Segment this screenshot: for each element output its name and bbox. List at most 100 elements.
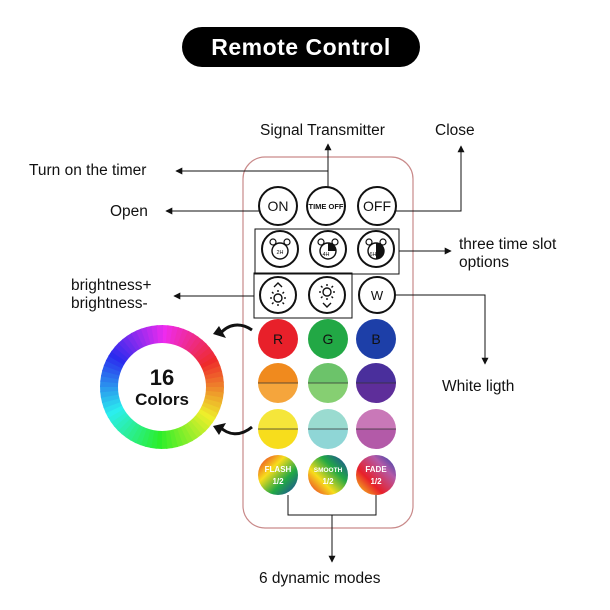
color-ring-segment <box>103 400 124 414</box>
color-button-orange <box>258 363 298 403</box>
color-ring-segment <box>191 343 211 361</box>
label-white-light: White ligth <box>442 378 515 395</box>
color-ring-segment <box>191 413 210 432</box>
timer-6h-label: 6H <box>369 252 376 258</box>
smooth-button: SMOOTH 1/2 <box>308 455 348 495</box>
color-ring-segment <box>107 407 128 423</box>
color-ring-segment <box>125 420 141 441</box>
white-button: W <box>358 276 396 314</box>
label-three-time-slot: three time slot options <box>459 236 556 272</box>
smooth-button-label: SMOOTH <box>314 467 343 474</box>
color-button-indigo <box>356 363 396 403</box>
color-ring-label: 16 Colors <box>118 366 206 410</box>
color-ring-segment <box>203 381 224 389</box>
curved-arrow-bottom-head <box>213 423 226 435</box>
color-ring-segment <box>114 342 133 361</box>
label-brightness-minus: brightness- <box>71 295 148 312</box>
fade-button: FADE 1/2 <box>356 455 396 495</box>
color-ring-segment <box>176 328 190 350</box>
color-ring-segment <box>182 421 198 442</box>
color-ring-segment <box>105 355 126 370</box>
color-ring-segment <box>118 338 136 358</box>
color-ring-segment <box>169 325 180 347</box>
fade-button-label: FADE <box>365 465 387 474</box>
label-three-time-slot-line1: three time slot <box>459 236 557 253</box>
color-ring-segment <box>160 428 168 449</box>
on-button: ON <box>258 186 298 226</box>
color-ring-segment <box>202 394 224 405</box>
color-ring-segment <box>108 350 129 366</box>
color-ring-segment <box>102 364 123 377</box>
color-ring-segment <box>172 426 184 448</box>
sun-icon <box>270 282 286 306</box>
color-ring-segment <box>200 360 221 374</box>
curved-arrow-top-head <box>213 326 226 338</box>
timer-arrow <box>175 167 329 187</box>
color-ring-segment <box>135 328 149 349</box>
timer-4h-label: 4H <box>322 252 329 258</box>
color-ring-segment <box>130 423 145 444</box>
color-ring-segment <box>179 330 194 351</box>
color-ring-segment <box>101 397 123 409</box>
color-ring-segment <box>198 404 219 419</box>
color-ring-segment <box>156 325 164 346</box>
color-ring-segment <box>110 410 130 427</box>
off-button: OFF <box>357 186 397 226</box>
color-ring-center <box>118 343 206 431</box>
fade-speed-label: 1/2 <box>370 477 382 486</box>
color-ring-segment <box>186 336 203 356</box>
color-ring-segment <box>201 397 222 410</box>
color-ring-segment <box>185 419 202 439</box>
color-ring-number: 16 <box>149 365 175 390</box>
color-ring-segment <box>150 428 159 449</box>
color-button-yellow <box>258 409 298 449</box>
label-dynamic-modes: 6 dynamic modes <box>259 570 381 587</box>
color-button-aqua <box>308 409 348 449</box>
label-open: Open <box>110 203 148 220</box>
color-button-purple <box>356 409 396 449</box>
color-ring-segment <box>175 425 189 446</box>
flash-speed-label: 1/2 <box>272 477 284 486</box>
color-ring-segment <box>111 346 131 363</box>
color-ring-segment <box>198 356 219 370</box>
color-ring-segment <box>140 326 152 348</box>
time-off-button: TIME OFF <box>306 186 346 226</box>
label-signal-transmitter: Signal Transmitter <box>260 122 385 139</box>
color-ring-segment <box>203 390 224 399</box>
color-ring-segment <box>144 427 155 449</box>
red-button-label: R <box>273 331 283 347</box>
green-button: G <box>308 319 348 359</box>
sun-icon <box>319 284 335 308</box>
color-ring-segment <box>100 375 121 384</box>
title-banner: Remote Control <box>182 27 420 67</box>
color-ring-segment <box>199 401 221 415</box>
label-brightness: brightness+ brightness- <box>71 277 152 313</box>
on-button-label: ON <box>268 198 289 214</box>
color-ring <box>100 325 224 449</box>
timer-2h-label: 2H <box>276 250 283 256</box>
time-off-button-label: TIME OFF <box>309 202 344 211</box>
color-ring-segment <box>100 385 121 393</box>
brightness-up-button <box>259 276 297 314</box>
label-close: Close <box>435 122 475 139</box>
color-ring-segment <box>201 365 223 377</box>
label-three-time-slot-line2: options <box>459 254 509 271</box>
color-ring-segment <box>188 416 206 436</box>
smooth-speed-label: 1/2 <box>322 477 334 486</box>
color-ring-segment <box>179 423 193 444</box>
color-ring-segment <box>195 408 216 424</box>
blue-button-label: B <box>371 331 380 347</box>
red-button: R <box>258 319 298 359</box>
label-brightness-plus: brightness+ <box>71 277 152 294</box>
color-ring-segment <box>183 333 199 354</box>
color-ring-segment <box>100 369 122 380</box>
color-ring-segment <box>134 424 148 446</box>
flash-button-label: FLASH <box>265 465 292 474</box>
timer-2h-button: 2H <box>261 230 299 268</box>
flash-button: FLASH 1/2 <box>258 455 298 495</box>
color-ring-segment <box>126 332 142 353</box>
green-button-label: G <box>323 331 334 347</box>
timer-6h-button: 6H <box>357 230 395 268</box>
label-turn-on-timer: Turn on the timer <box>29 162 147 179</box>
